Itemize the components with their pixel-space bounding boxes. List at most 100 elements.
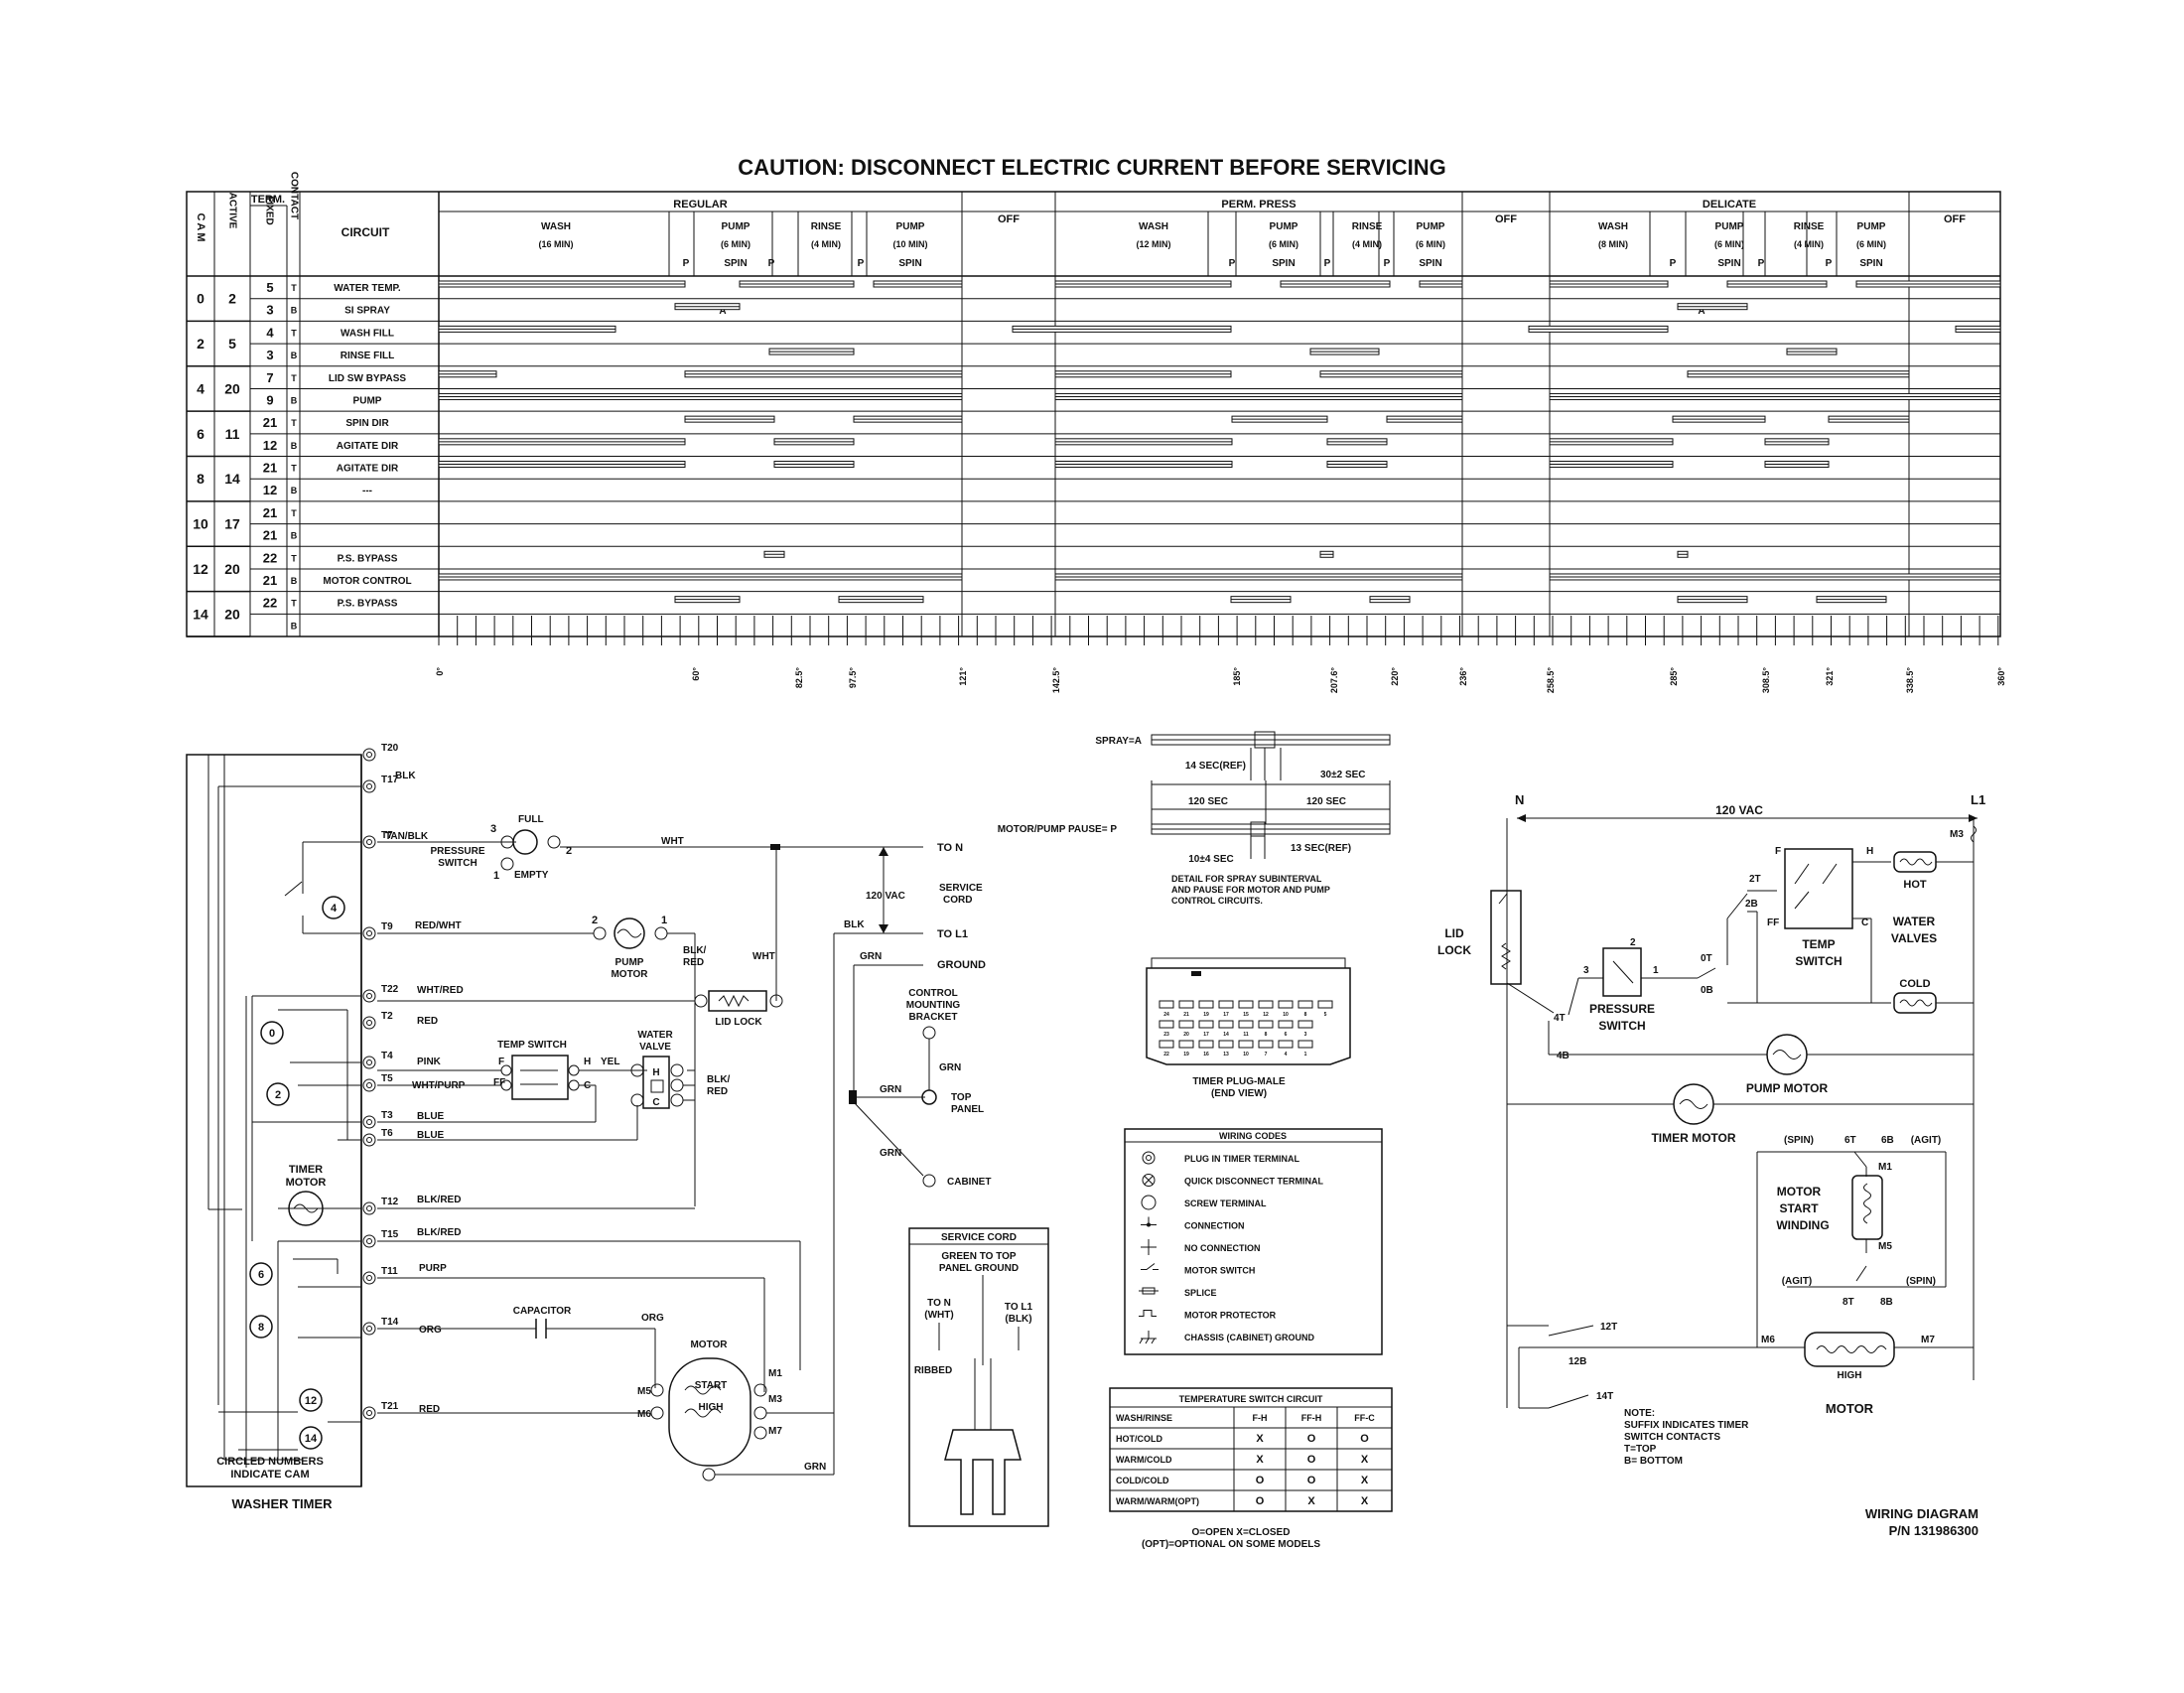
- temp-table-cell: COLD/COLD: [1116, 1476, 1169, 1485]
- plug-in-terminal-inner: [366, 1020, 372, 1026]
- ladder-motor-label: MOTOR: [1826, 1401, 1874, 1416]
- cam-number: 4: [197, 380, 205, 396]
- motor-winding: [684, 1408, 722, 1418]
- code-description: SCREW TERMINAL: [1184, 1199, 1267, 1208]
- plug-pin: [1238, 1000, 1254, 1009]
- codes-title: WIRING CODES: [1219, 1131, 1287, 1141]
- terminal-letter: FF: [1767, 917, 1779, 928]
- plug-in-terminal-inner: [366, 993, 372, 999]
- terminal-label: T21: [381, 1401, 399, 1412]
- cam-number: 8: [197, 471, 205, 487]
- plug-pin: [1297, 1040, 1313, 1049]
- plug-in-terminal: [362, 1201, 376, 1215]
- washer-timer-title: WASHER TIMER: [231, 1496, 333, 1511]
- service-cord-note: RIBBED: [914, 1365, 952, 1376]
- temp-contact: [1794, 891, 1810, 910]
- plug-pin: [1218, 1040, 1234, 1049]
- code-symbol-qd: [1144, 1176, 1154, 1185]
- bracket-label: CONTROL: [908, 988, 957, 999]
- cycle-label: OFF: [998, 213, 1020, 225]
- wire-label: BLK: [844, 919, 865, 930]
- plug-in-terminal-inner: [366, 1238, 372, 1244]
- pause-marker: P: [1384, 258, 1391, 269]
- spray-marker: A: [719, 306, 726, 317]
- cam-number: 0: [197, 291, 205, 307]
- wire-label: GRN: [860, 951, 882, 962]
- temp-table-cell: O: [1256, 1495, 1265, 1507]
- plug-pin-number: 22: [1163, 1052, 1169, 1058]
- plug-in-terminal: [362, 926, 376, 940]
- quick-disconnect: [568, 1064, 580, 1076]
- plug-in-terminal-inner: [366, 783, 372, 789]
- plug-pin-number: 20: [1183, 1032, 1189, 1038]
- plug-pin: [1258, 1020, 1274, 1029]
- lid-lock-label: LID LOCK: [715, 1017, 762, 1028]
- plug-in-terminal: [362, 1016, 376, 1030]
- cycle-label: REGULAR: [673, 199, 727, 211]
- contact-2b: 2B: [1745, 899, 1758, 910]
- service-cord-label: CORD: [943, 895, 972, 906]
- valve-c: C: [652, 1097, 659, 1108]
- switch: [1726, 893, 1748, 919]
- pump-motor-label: MOTOR: [611, 969, 648, 980]
- temp-switch-symbol: [511, 1055, 569, 1100]
- plug-pin: [1258, 1040, 1274, 1049]
- cold-valve-coil: [1899, 999, 1933, 1007]
- degree-label: 236°: [1458, 667, 1468, 686]
- degree-label: 285°: [1669, 667, 1679, 686]
- subhead-spin: SPIN: [1272, 258, 1295, 269]
- degree-label: 308.5°: [1761, 667, 1771, 694]
- water-valves-label: WATER: [1893, 915, 1936, 928]
- ladder-high-label: HIGH: [1838, 1370, 1862, 1381]
- spray-eq-label: SPRAY=A: [1095, 736, 1142, 747]
- plug-outline: [1151, 957, 1346, 968]
- quick-disconnect: [753, 1383, 767, 1397]
- cam-circle: [299, 1388, 323, 1412]
- hdr-circuit: CIRCUIT: [341, 225, 390, 239]
- ladder-pressure-switch: [1602, 947, 1642, 997]
- quick-disconnect: [753, 1426, 767, 1440]
- plug-in-terminal-inner: [366, 1275, 372, 1281]
- plug-pin-number: 10: [1243, 1052, 1249, 1058]
- temp-table-cell: X: [1361, 1475, 1369, 1486]
- wire-label: ORG: [641, 1313, 664, 1324]
- start-winding: [1851, 1175, 1883, 1240]
- wire-label: BLK/RED: [417, 1195, 461, 1205]
- terminal-label: T4: [381, 1051, 393, 1061]
- code-description: MOTOR PROTECTOR: [1184, 1311, 1277, 1321]
- ladder-vac: 120 VAC: [1715, 803, 1763, 817]
- wire-label: BLK/: [683, 945, 707, 956]
- wire-label: BLUE: [417, 1111, 445, 1122]
- cam-label: 2: [275, 1089, 281, 1101]
- quick-disconnect: [654, 926, 668, 940]
- degree-label: 220°: [1390, 667, 1400, 686]
- temp-table-cell: X: [1361, 1454, 1369, 1466]
- hot-label: HOT: [1903, 879, 1927, 891]
- temp-table-cell: O: [1307, 1454, 1316, 1466]
- terminal-number: 2: [1630, 937, 1636, 948]
- active-terminal: 5: [228, 336, 236, 352]
- service-cord-title: SERVICE CORD: [941, 1232, 1017, 1243]
- wire-label: WHT: [661, 836, 684, 847]
- start-winding-label: WINDING: [1776, 1218, 1829, 1232]
- degree-label: 82.5°: [794, 667, 804, 689]
- plug-in-terminal-inner: [366, 930, 372, 936]
- quick-disconnect: [670, 1093, 684, 1107]
- ladder-temp-label: TEMP: [1802, 937, 1835, 951]
- timing-bars: [438, 280, 2001, 645]
- pump-motor-label: PUMP: [615, 957, 644, 968]
- temp-contact: [1822, 863, 1838, 885]
- detail-note: AND PAUSE FOR MOTOR AND PUMP: [1171, 885, 1330, 895]
- temp-table-cell: O: [1256, 1475, 1265, 1486]
- wire: [1506, 982, 1555, 1014]
- terminal-label: T11: [381, 1266, 398, 1277]
- plug-in-terminal-inner: [366, 1059, 372, 1065]
- fixed-terminal: 12: [263, 438, 277, 453]
- plug-in-terminal: [362, 1271, 376, 1285]
- plug-pin: [1278, 1020, 1294, 1029]
- pump-motor-symbol: [616, 928, 642, 938]
- temp-table-cell: HOT/COLD: [1116, 1434, 1162, 1444]
